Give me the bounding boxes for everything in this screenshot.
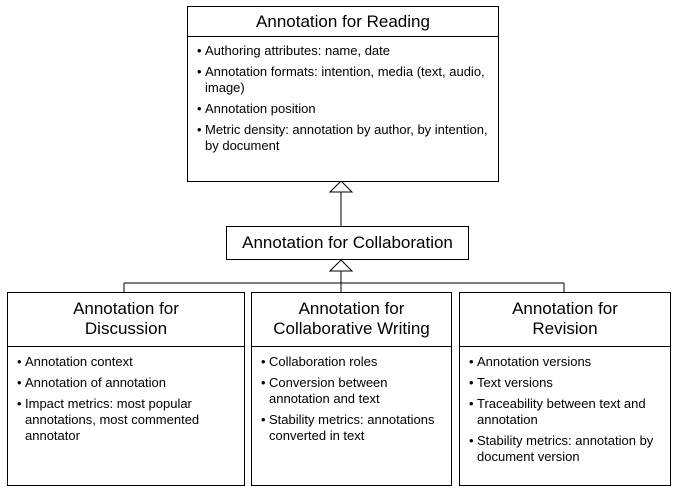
list-item: •Impact metrics: most popular annotation… — [17, 396, 200, 443]
discussion-title: Annotation for Discussion — [73, 299, 179, 338]
list-item: •Annotation context — [17, 354, 133, 369]
reading-box: Annotation for Reading •Authoring attrib… — [187, 6, 499, 182]
list-item: •Collaboration roles — [261, 354, 378, 369]
revision-list: •Annotation versions •Text versions •Tra… — [460, 347, 670, 465]
writing-box: Annotation for Collaborative Writing •Co… — [251, 292, 452, 486]
list-item: •Annotation versions — [469, 354, 592, 369]
discussion-list: •Annotation context •Annotation of annot… — [8, 347, 244, 444]
list-item: •Text versions — [469, 375, 553, 390]
list-item: •Annotation of annotation — [17, 375, 166, 390]
revision-title: Annotation for Revision — [512, 299, 618, 338]
list-item: •Conversion between annotation and text — [261, 375, 388, 406]
reading-title: Annotation for Reading — [256, 12, 430, 31]
list-item: •Traceability between text and annotatio… — [469, 396, 646, 427]
revision-box: Annotation for Revision •Annotation vers… — [459, 292, 671, 486]
discussion-box: Annotation for Discussion •Annotation co… — [7, 292, 245, 486]
inheritance-arrow-bottom — [328, 259, 354, 272]
list-item: •Stability metrics: annotations converte… — [261, 412, 435, 443]
list-item: •Annotation position — [197, 101, 316, 116]
list-item: •Annotation formats: intention, media (t… — [197, 64, 485, 95]
list-item: •Stability metrics: annotation by docume… — [469, 433, 654, 464]
writing-list: •Collaboration roles •Conversion between… — [252, 347, 451, 444]
writing-title: Annotation for Collaborative Writing — [273, 299, 430, 338]
list-item: •Authoring attributes: name, date — [197, 43, 391, 58]
inheritance-arrow-top — [328, 180, 354, 193]
collaboration-box: Annotation for Collaboration — [226, 226, 469, 260]
list-item: •Metric density: annotation by author, b… — [197, 122, 488, 153]
collaboration-title: Annotation for Collaboration — [242, 233, 453, 252]
reading-list: •Authoring attributes: name, date •Annot… — [188, 37, 498, 154]
